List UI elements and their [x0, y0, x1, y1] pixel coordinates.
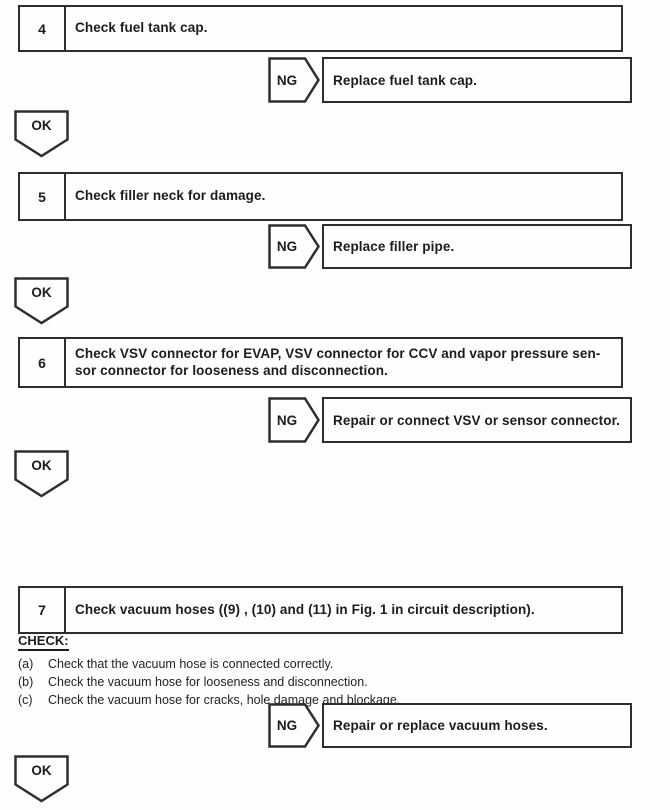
- ng-arrow-icon: [268, 397, 320, 443]
- check-item-b: (b) Check the vacuum hose for looseness …: [18, 673, 638, 691]
- ng-action-text: Repair or connect VSV or sensor connecto…: [333, 412, 621, 428]
- check-heading: CHECK:: [18, 633, 69, 651]
- ng-label: NG: [276, 412, 298, 428]
- ok-connector: OK: [14, 110, 69, 158]
- ng-connector: NG: [268, 703, 320, 748]
- ok-connector: OK: [14, 277, 69, 325]
- ng-connector: NG: [268, 397, 320, 443]
- ng-action-box: Replace fuel tank cap.: [322, 57, 632, 103]
- step-box-5: 5 Check filler neck for damage.: [18, 172, 623, 221]
- step-number: 7: [20, 588, 66, 632]
- check-item-a: (a) Check that the vacuum hose is connec…: [18, 655, 638, 673]
- step-instruction: Check filler neck for damage.: [66, 174, 621, 219]
- ng-branch-6: NG Repair or connect VSV or sensor conne…: [268, 397, 632, 443]
- ng-action-box: Repair or connect VSV or sensor connecto…: [322, 397, 632, 443]
- ok-label: OK: [31, 285, 52, 300]
- check-item-text: Check the vacuum hose for looseness and …: [48, 675, 368, 689]
- ok-arrow-icon: [14, 755, 69, 803]
- step-instruction: Check fuel tank cap.: [66, 7, 621, 50]
- ng-label: NG: [276, 72, 298, 88]
- instruction-line: Check filler neck for damage.: [75, 188, 266, 204]
- instruction-line: Check VSV connector for EVAP, VSV connec…: [75, 346, 601, 361]
- step-instruction: Check VSV connector for EVAP, VSV connec…: [66, 339, 621, 386]
- step-number: 5: [20, 174, 66, 219]
- ng-connector: NG: [268, 57, 320, 103]
- step-box-7: 7 Check vacuum hoses ((9) , (10) and (11…: [18, 586, 623, 634]
- ng-action-text: Replace filler pipe.: [333, 239, 455, 254]
- ng-arrow-icon: [268, 57, 320, 103]
- step-number: 4: [20, 7, 66, 50]
- step-instruction: Check vacuum hoses ((9) , (10) and (11) …: [66, 588, 621, 632]
- ng-label: NG: [276, 718, 298, 733]
- ng-label: NG: [276, 239, 298, 254]
- ng-branch-4: NG Replace fuel tank cap.: [268, 57, 632, 103]
- step-box-6: 6 Check VSV connector for EVAP, VSV conn…: [18, 337, 623, 388]
- step-box-4: 4 Check fuel tank cap.: [18, 5, 623, 52]
- ng-branch-7: NG Repair or replace vacuum hoses.: [268, 703, 632, 748]
- check-procedure-block: CHECK: (a) Check that the vacuum hose is…: [18, 632, 638, 709]
- check-item-label: (a): [18, 657, 34, 671]
- ng-arrow-icon: [268, 703, 320, 748]
- ng-arrow-icon: [268, 224, 320, 269]
- ng-action-box: Replace filler pipe.: [322, 224, 632, 269]
- ng-action-text: Repair or replace vacuum hoses.: [333, 718, 548, 733]
- instruction-line: Check fuel tank cap.: [75, 20, 208, 36]
- step-number: 6: [20, 339, 66, 386]
- ok-arrow-icon: [14, 450, 69, 498]
- instruction-line: sor connector for looseness and disconne…: [75, 362, 388, 378]
- check-item-c: (c) Check the vacuum hose for cracks, ho…: [18, 691, 638, 709]
- ok-connector: OK: [14, 755, 69, 803]
- ok-label: OK: [31, 118, 52, 133]
- ok-arrow-icon: [14, 277, 69, 325]
- ok-label: OK: [31, 763, 52, 778]
- check-item-text: Check that the vacuum hose is connected …: [48, 657, 334, 671]
- ng-connector: NG: [268, 224, 320, 269]
- check-item-text: Check the vacuum hose for cracks, hole d…: [48, 693, 401, 707]
- ng-action-box: Repair or replace vacuum hoses.: [322, 703, 632, 748]
- check-item-label: (c): [18, 693, 33, 707]
- ng-action-text: Replace fuel tank cap.: [333, 72, 478, 88]
- instruction-line: Check vacuum hoses ((9) , (10) and (11) …: [75, 601, 535, 617]
- check-item-label: (b): [18, 675, 34, 689]
- ok-arrow-icon: [14, 110, 69, 158]
- ok-connector: OK: [14, 450, 69, 498]
- ng-branch-5: NG Replace filler pipe.: [268, 224, 632, 269]
- ok-label: OK: [31, 458, 52, 473]
